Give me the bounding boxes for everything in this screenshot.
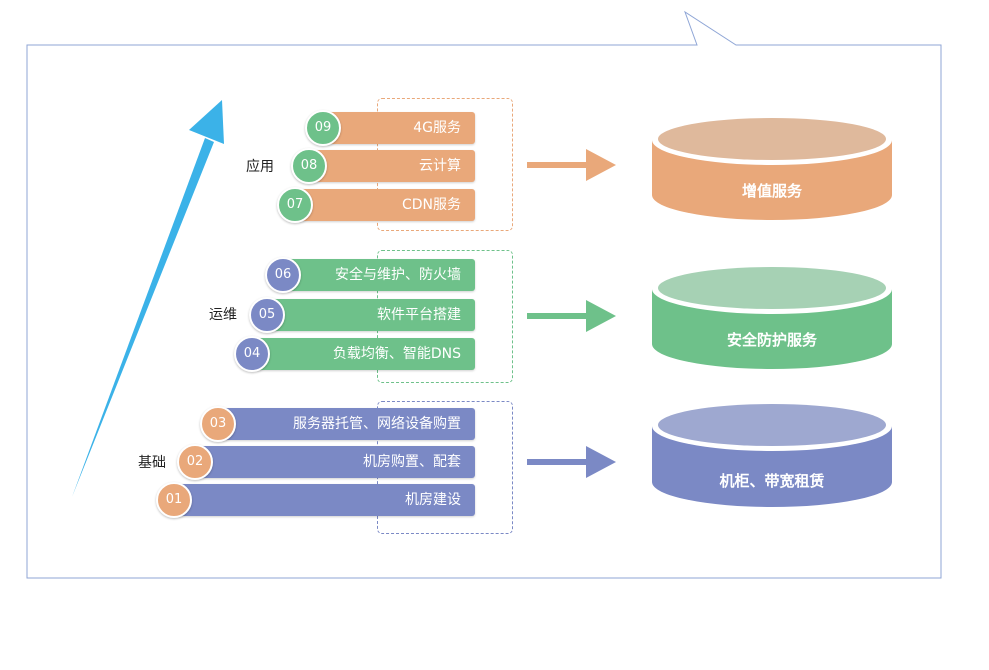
badge-03: 03: [200, 406, 236, 442]
badge-05: 05: [249, 297, 285, 333]
arrow-base: [527, 446, 616, 478]
bar-item-label: 云计算: [419, 158, 461, 174]
bar-item-label: 安全与维护、防火墙: [335, 267, 461, 283]
bar-item-05: 软件平台搭建: [268, 299, 475, 331]
bar-item-09: 4G服务: [324, 112, 475, 144]
bar-item-01: 机房建设: [175, 484, 475, 516]
bar-item-label: 4G服务: [413, 120, 461, 136]
bar-item-label: 机房建设: [405, 492, 461, 508]
bar-item-06: 安全与维护、防火墙: [284, 259, 475, 291]
arrow-app: [527, 149, 616, 181]
service-label-app: 增值服务: [741, 182, 802, 200]
service-label-base: 机柜、带宽租赁: [719, 472, 825, 490]
badge-02: 02: [177, 444, 213, 480]
badge-07: 07: [277, 187, 313, 223]
bar-item-02: 机房购置、配套: [196, 446, 475, 478]
cylinder-base: [652, 401, 892, 507]
bar-item-08: 云计算: [310, 150, 475, 182]
badge-09: 09: [305, 110, 341, 146]
layer-label-base: 基础: [138, 455, 166, 471]
bar-item-label: 服务器托管、网络设备购置: [293, 416, 461, 432]
badge-06: 06: [265, 257, 301, 293]
bar-item-label: CDN服务: [401, 197, 461, 213]
service-label-ops: 安全防护服务: [726, 331, 817, 349]
bar-item-07: CDN服务: [296, 189, 475, 221]
layer-label-ops: 运维: [209, 307, 237, 323]
badge-01: 01: [156, 482, 192, 518]
layer-label-app: 应用: [246, 159, 274, 175]
bar-item-04: 负载均衡、智能DNS: [253, 338, 475, 370]
bar-item-label: 机房购置、配套: [363, 454, 461, 470]
arrow-ops: [527, 300, 616, 332]
bar-item-label: 软件平台搭建: [377, 307, 461, 323]
badge-04: 04: [234, 336, 270, 372]
cylinder-app: [652, 115, 892, 220]
bar-item-03: 服务器托管、网络设备购置: [219, 408, 475, 440]
bar-item-label: 负载均衡、智能DNS: [332, 346, 461, 362]
growth-arrow: [72, 100, 224, 497]
badge-08: 08: [291, 148, 327, 184]
cylinder-ops: [652, 264, 892, 369]
